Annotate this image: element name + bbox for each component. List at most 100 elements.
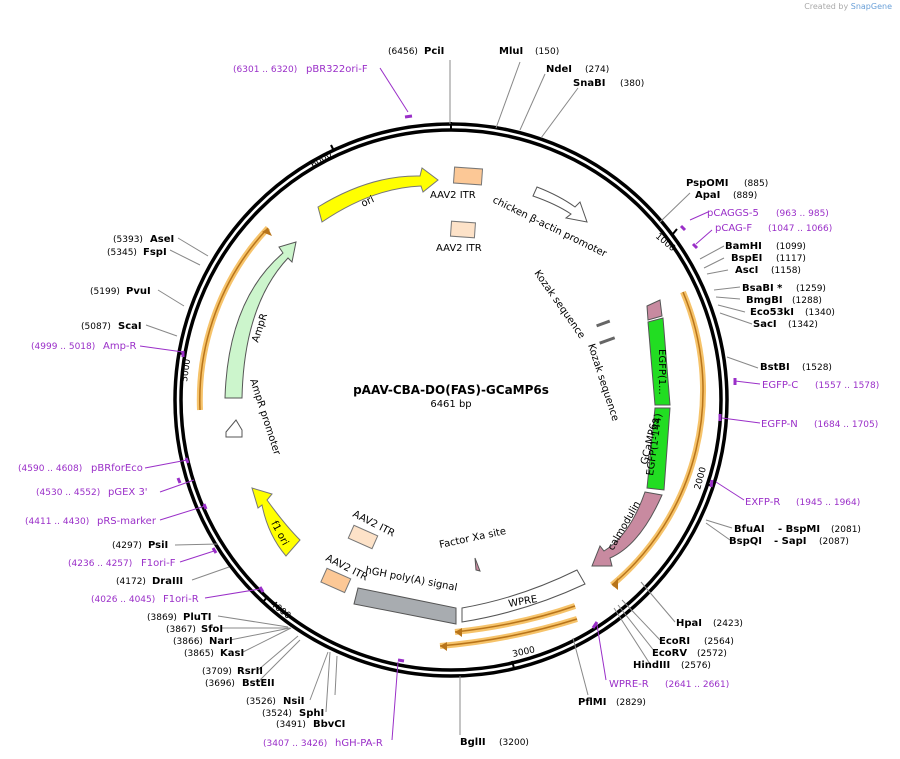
tick-3000: 3000	[512, 645, 537, 660]
primer-range: (1684 .. 1705)	[814, 420, 878, 430]
enzyme-name: PluTI	[183, 612, 211, 623]
enzyme-name: BstBI	[760, 362, 790, 373]
primer-name: F1ori-R	[163, 594, 199, 605]
primer-name: EGFP-C	[762, 380, 798, 391]
enzyme-name: PvuI	[126, 286, 151, 297]
enzyme-name: NsiI	[283, 696, 304, 707]
enzyme-name: EcoRV	[652, 648, 687, 659]
enzyme-pos: (1340)	[805, 308, 835, 318]
enzyme-name: SphI	[299, 708, 324, 719]
enzyme-name: BbvCI	[313, 719, 345, 730]
enzyme-pos: (2829)	[616, 698, 646, 708]
calmodulin-feature	[591, 491, 663, 567]
enzyme-name: KasI	[220, 648, 244, 659]
enzyme-name: BmgBI	[746, 295, 783, 306]
enzyme-pos: (5087)	[81, 322, 111, 332]
primer-range: (4999 .. 5018)	[31, 342, 95, 352]
enzyme-pos: (5345)	[107, 248, 137, 258]
primer-name: pCAGGS-5	[707, 208, 759, 219]
enzyme-pos: (3696)	[205, 679, 235, 689]
enzyme-pos: (889)	[733, 191, 757, 201]
snapgene-credit: Created by SnapGene	[804, 2, 892, 11]
enzyme-pos: (6456)	[388, 47, 418, 57]
enzyme-pos: (3709)	[202, 667, 232, 677]
plasmid-name: pAAV-CBA-DO(FAS)-GCaMP6s	[353, 383, 549, 397]
enzyme-pos: (2087)	[819, 537, 849, 547]
egfp-linker	[646, 299, 663, 321]
label-egfp-1: EGFP(1...	[656, 349, 667, 395]
enzyme-name: BstEII	[242, 678, 275, 689]
enzyme-leaders	[145, 60, 759, 735]
enzyme-name: HpaI	[676, 618, 702, 629]
label-ori: ori	[360, 194, 376, 209]
enzyme-name: AscI	[735, 265, 758, 276]
enzyme-pos: (3866)	[173, 637, 203, 647]
enzyme-name: AseI	[150, 234, 174, 245]
orf-arcs	[196, 225, 707, 651]
enzyme-name: FspI	[143, 247, 167, 258]
enzyme-pos: (1158)	[771, 266, 801, 276]
features	[224, 166, 671, 625]
enzyme-pos: (3867)	[166, 625, 196, 635]
enzyme-name: PsiI	[148, 540, 168, 551]
ampr-promoter-feature	[225, 419, 243, 438]
primer-range: (4236 .. 4257)	[68, 559, 132, 569]
hgh-feature	[353, 587, 457, 625]
primer-labels: (6301 .. 6320) pBR322ori-F pCAGGS-5 (963…	[18, 64, 879, 749]
kozak-feature-2	[599, 336, 616, 345]
primer-range: (963 .. 985)	[776, 209, 829, 219]
enzyme-pos: (1342)	[788, 320, 818, 330]
primer-leaders	[139, 67, 761, 741]
enzyme-name: BspEI	[731, 253, 762, 264]
primer-range: (4411 .. 4430)	[25, 517, 89, 527]
enzyme-pos: (274)	[585, 65, 609, 75]
primer-range: (1557 .. 1578)	[815, 381, 879, 391]
enzyme-name: EcoRI	[659, 636, 690, 647]
enzyme-name: - SapI	[774, 536, 806, 547]
label-xa: Factor Xa site	[438, 526, 507, 551]
enzyme-pos: (2081)	[831, 525, 861, 535]
enzyme-pos: (3526)	[246, 697, 276, 707]
enzyme-pos: (2423)	[713, 619, 743, 629]
enzyme-name: PciI	[424, 46, 444, 57]
egfp2-feature	[646, 407, 671, 491]
primer-name: F1ori-F	[141, 558, 176, 569]
label-cba: chicken β-actin promoter	[491, 195, 609, 260]
enzyme-pos: (5393)	[113, 235, 143, 245]
enzyme-name: NarI	[209, 636, 233, 647]
label-ampr-prom: AmpR promoter	[247, 378, 282, 458]
enzyme-name: ApaI	[695, 190, 720, 201]
enzyme-name: - BspMI	[778, 524, 820, 535]
enzyme-pos: (3200)	[499, 738, 529, 748]
kozak-feature-1	[596, 319, 611, 328]
primer-range: (4026 .. 4045)	[91, 595, 155, 605]
enzyme-pos: (3869)	[147, 613, 177, 623]
cba-promoter-feature	[532, 186, 588, 223]
primer-name: pBR322ori-F	[306, 64, 368, 75]
enzyme-name: NdeI	[546, 64, 572, 75]
enzyme-pos: (1528)	[802, 363, 832, 373]
enzyme-pos: (1099)	[776, 242, 806, 252]
itr-feature-3	[320, 567, 352, 594]
enzyme-pos: (1117)	[776, 254, 806, 264]
primer-range: (1945 .. 1964)	[796, 498, 860, 508]
enzyme-pos: (4297)	[112, 541, 142, 551]
tick-6000: 6000	[309, 150, 334, 171]
enzyme-name: SnaBI	[573, 78, 605, 89]
primer-range: (2641 .. 2661)	[665, 680, 729, 690]
label-wpre: WPRE	[508, 594, 539, 610]
label-kozak-2: Kozak sequence	[585, 343, 620, 423]
primer-name: EGFP-N	[761, 419, 798, 430]
itr-feature-2	[449, 220, 476, 239]
enzyme-labels: (6456) PciI MluI (150) NdeI (274) SnaBI …	[81, 46, 861, 748]
label-itr-2: AAV2 ITR	[436, 243, 482, 254]
enzyme-pos: (5199)	[90, 287, 120, 297]
xa-site-feature	[474, 557, 481, 572]
enzyme-name: PspOMI	[686, 178, 728, 189]
primer-range: (3407 .. 3426)	[263, 739, 327, 749]
primer-range: (4590 .. 4608)	[18, 464, 82, 474]
enzyme-pos: (2576)	[681, 661, 711, 671]
enzyme-name: PflMI	[578, 697, 606, 708]
enzyme-name: ScaI	[118, 321, 142, 332]
